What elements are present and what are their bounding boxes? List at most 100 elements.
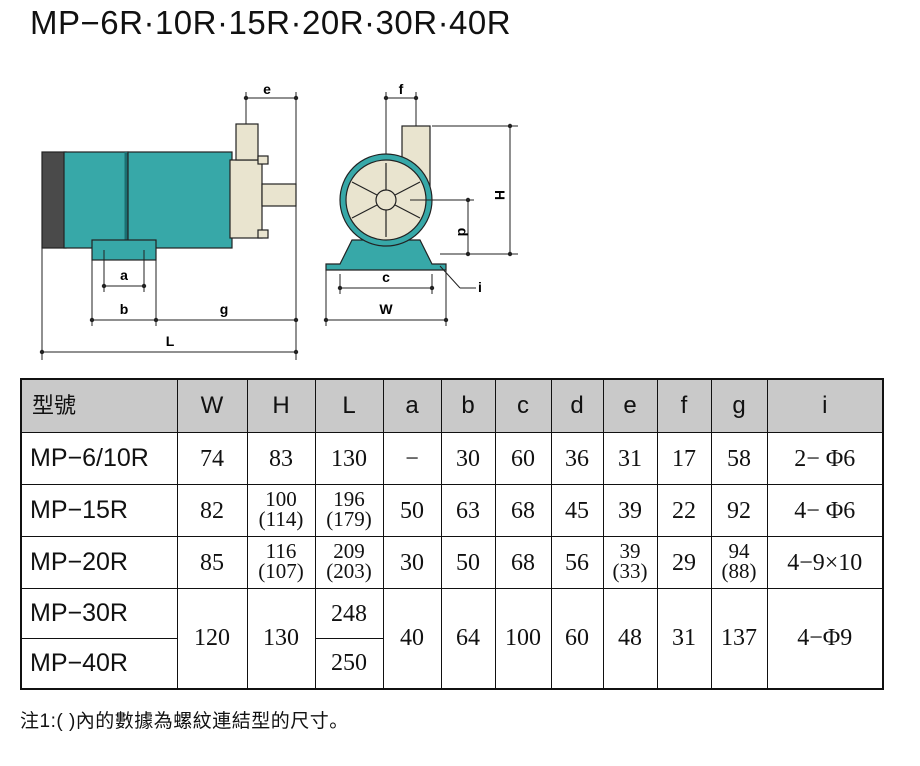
cell-c: 60 bbox=[494, 432, 552, 485]
cell-H: 130 bbox=[246, 588, 316, 689]
dim-label-e: e bbox=[263, 81, 271, 97]
dim-label-a: a bbox=[120, 267, 128, 283]
front-base-bracket bbox=[325, 239, 447, 271]
cell-f: 17 bbox=[656, 432, 712, 485]
cell-H-thread-value: (114) bbox=[258, 506, 304, 531]
dim-label-i: i bbox=[478, 279, 482, 295]
cell-g: 137 bbox=[710, 588, 768, 689]
cell-f: 22 bbox=[656, 484, 712, 537]
table-row: MP−40R 250 bbox=[20, 638, 883, 689]
cell-a: 50 bbox=[382, 484, 442, 537]
header-g: g bbox=[710, 378, 768, 433]
cell-W: 85 bbox=[176, 536, 248, 589]
cell-c: 100 bbox=[494, 588, 552, 689]
motor-body-front bbox=[127, 151, 233, 249]
cell-H-thread-value: (107) bbox=[258, 558, 304, 583]
dim-label-c: c bbox=[382, 269, 390, 285]
cell-d: 56 bbox=[550, 536, 604, 589]
cell-g: 92 bbox=[710, 484, 768, 537]
cell-g: 94(88) bbox=[710, 536, 768, 589]
cell-model: MP−40R bbox=[20, 638, 178, 689]
cell-H-value: 100 bbox=[265, 487, 297, 512]
cell-L-thread-value: (179) bbox=[326, 506, 372, 531]
header-f: f bbox=[656, 378, 712, 433]
header-a: a bbox=[382, 378, 442, 433]
cell-model: MP−30R bbox=[20, 588, 178, 639]
cell-c: 68 bbox=[494, 484, 552, 537]
cell-model: MP−6/10R bbox=[20, 432, 178, 485]
header-H: H bbox=[246, 378, 316, 433]
cell-e: 39(33) bbox=[602, 536, 658, 589]
cell-L: 209(203) bbox=[314, 536, 384, 589]
cell-e: 39 bbox=[602, 484, 658, 537]
cell-d: 36 bbox=[550, 432, 604, 485]
inlet-nozzle bbox=[261, 183, 297, 207]
cell-L-value: 209 bbox=[333, 539, 365, 564]
cell-i: 4− Φ6 bbox=[766, 484, 884, 537]
header-i: i bbox=[766, 378, 884, 433]
cell-H: 116(107) bbox=[246, 536, 316, 589]
table-row: MP−30R 120 130 248 40 64 100 60 48 31 13… bbox=[20, 588, 884, 689]
motor-body-rear bbox=[63, 151, 129, 249]
side-view-dimensions bbox=[41, 92, 297, 360]
cell-i: 4−Φ9 bbox=[766, 588, 884, 689]
header-W: W bbox=[176, 378, 248, 433]
cell-W: 82 bbox=[176, 484, 248, 537]
cell-e: 31 bbox=[602, 432, 658, 485]
header-e: e bbox=[602, 378, 658, 433]
table-row: MP−6/10R 74 83 130 − 30 60 36 31 17 58 2… bbox=[20, 432, 884, 485]
cell-c: 68 bbox=[494, 536, 552, 589]
dim-label-W: W bbox=[379, 301, 393, 317]
cell-a: 30 bbox=[382, 536, 442, 589]
cell-i: 2− Φ6 bbox=[766, 432, 884, 485]
cell-g-thread-value: (88) bbox=[721, 558, 757, 583]
pump-head bbox=[229, 159, 263, 239]
cell-e-thread-value: (33) bbox=[612, 558, 648, 583]
cell-d: 60 bbox=[550, 588, 604, 689]
dim-label-b: b bbox=[120, 301, 129, 317]
footnote: 注1:( )內的數據為螺紋連結型的尺寸。 bbox=[20, 711, 349, 732]
cell-L-value: 196 bbox=[333, 487, 365, 512]
cell-L-thread-value: (203) bbox=[326, 558, 372, 583]
cell-e-value: 39 bbox=[619, 539, 641, 564]
dimension-table: 型號 W H L a b c d e f g i MP−6/10R 74 83 … bbox=[20, 378, 884, 690]
cell-b: 30 bbox=[440, 432, 496, 485]
cell-f: 29 bbox=[656, 536, 712, 589]
cell-H: 100(114) bbox=[246, 484, 316, 537]
cell-model: MP−20R bbox=[20, 536, 178, 589]
header-b: b bbox=[440, 378, 496, 433]
dim-label-H: H bbox=[492, 190, 508, 200]
table-row: MP−15R 82 100(114) 196(179) 50 63 68 45 … bbox=[20, 484, 884, 537]
cell-model: MP−15R bbox=[20, 484, 178, 537]
header-model: 型號 bbox=[20, 378, 178, 433]
cell-H-value: 116 bbox=[265, 539, 297, 564]
motor-base bbox=[91, 239, 157, 261]
cell-g: 58 bbox=[710, 432, 768, 485]
cell-d: 45 bbox=[550, 484, 604, 537]
cell-L: 248 bbox=[314, 588, 384, 639]
side-view bbox=[41, 123, 297, 261]
dim-label-f: f bbox=[399, 81, 404, 97]
cell-L: 196(179) bbox=[314, 484, 384, 537]
dim-label-d: d bbox=[455, 228, 471, 237]
cell-b: 63 bbox=[440, 484, 496, 537]
cell-W: 74 bbox=[176, 432, 248, 485]
cell-e: 48 bbox=[602, 588, 658, 689]
cell-H: 83 bbox=[246, 432, 316, 485]
dim-label-g: g bbox=[220, 301, 229, 317]
cell-i: 4−9×10 bbox=[766, 536, 884, 589]
header-c: c bbox=[494, 378, 552, 433]
page-title: MP−6R·10R·15R·20R·30R·40R bbox=[30, 4, 512, 41]
cell-a: − bbox=[382, 432, 442, 485]
cell-L: 250 bbox=[314, 638, 384, 689]
table-row: MP−20R 85 116(107) 209(203) 30 50 68 56 … bbox=[20, 536, 884, 589]
front-view bbox=[325, 125, 447, 271]
cell-W: 120 bbox=[176, 588, 248, 689]
cell-f: 31 bbox=[656, 588, 712, 689]
header-L: L bbox=[314, 378, 384, 433]
header-d: d bbox=[550, 378, 604, 433]
pump-dimension-drawing: e a b g L f H d bbox=[39, 81, 518, 360]
outlet-nozzle bbox=[235, 123, 259, 161]
motor-end-cap bbox=[41, 151, 67, 249]
dim-label-L: L bbox=[166, 333, 175, 349]
